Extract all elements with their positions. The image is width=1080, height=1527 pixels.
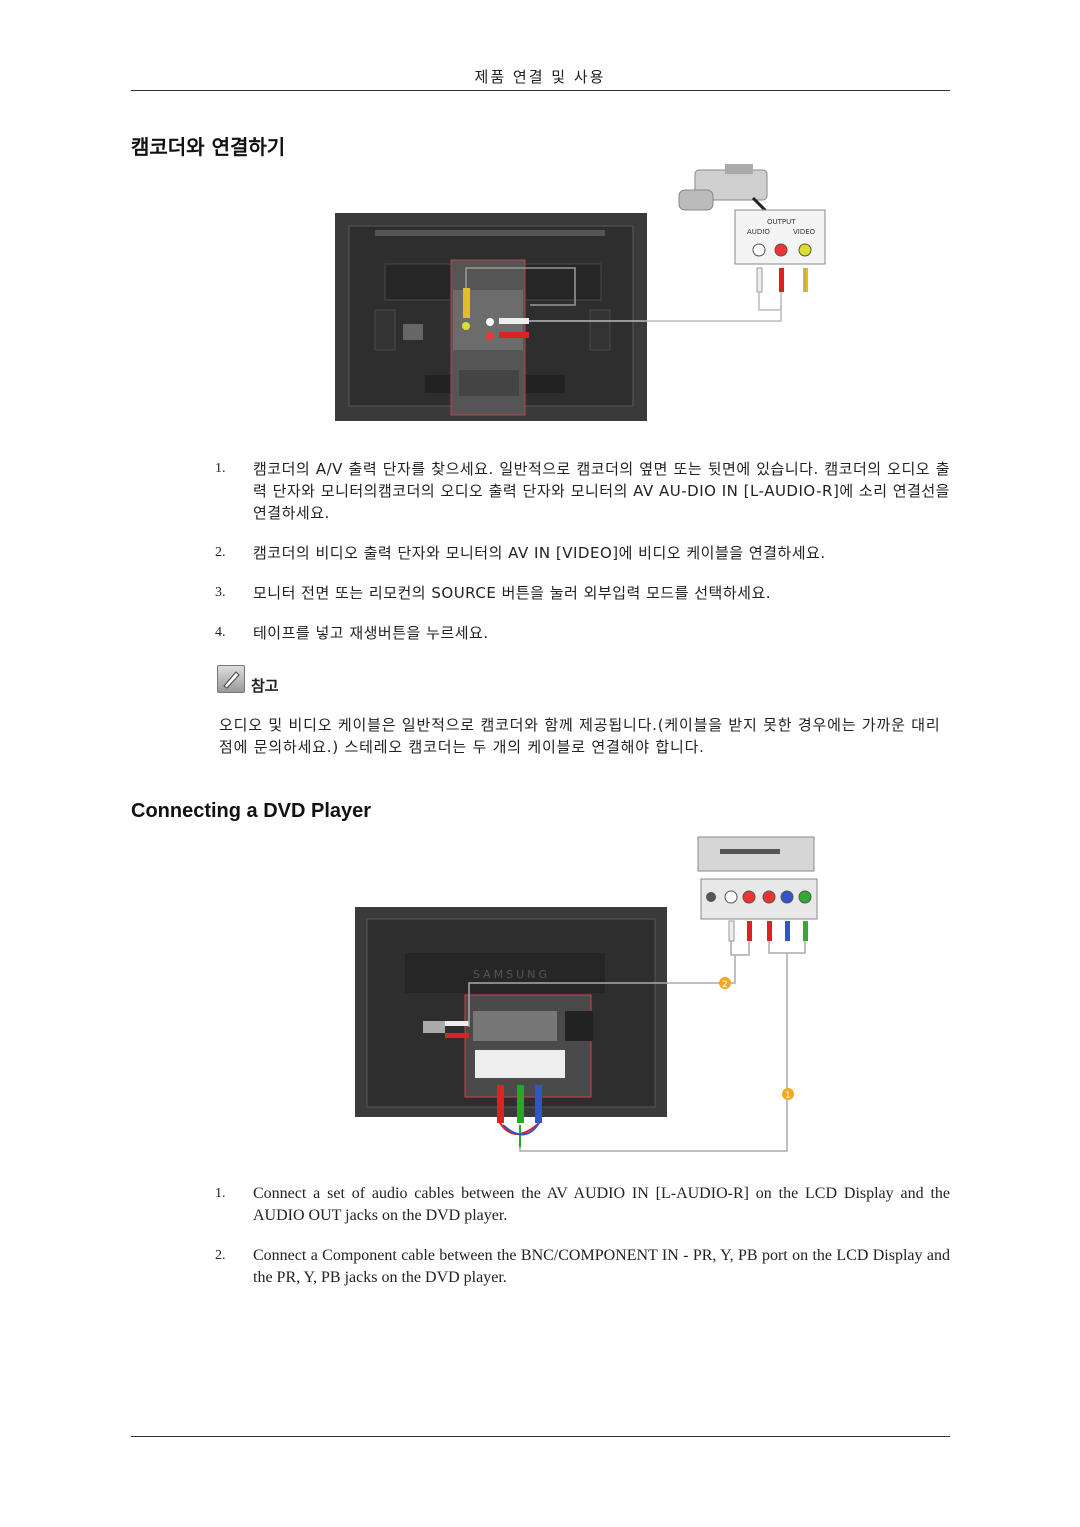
audio-label: AUDIO — [747, 228, 770, 236]
callout-2 — [719, 977, 731, 989]
list-item: 1. 캠코더의 A/V 출력 단자를 찾으세요. 일반적으로 캠코더의 옆면 또… — [215, 458, 950, 524]
step-text: 테이프를 넣고 재생버튼을 누르세요. — [253, 624, 489, 642]
video-label: VIDEO — [793, 228, 816, 236]
step-number: 4. — [215, 625, 226, 640]
camcorder-section-title: 캠코더와 연결하기 — [131, 135, 286, 159]
step-number: 1. — [215, 461, 226, 476]
step-text: Connect a Component cable between the BN… — [253, 1247, 950, 1286]
list-item: 3. 모니터 전면 또는 리모컨의 SOURCE 버튼을 눌러 외부입력 모드를… — [215, 582, 950, 604]
header-rule — [131, 90, 950, 91]
step-number: 2. — [215, 1248, 226, 1263]
list-item: 2. 캠코더의 비디오 출력 단자와 모니터의 AV IN [VIDEO]에 비… — [215, 542, 950, 564]
callout-1-label: 1 — [785, 1091, 791, 1101]
note-text: 오디오 및 비디오 케이블은 일반적으로 캠코더와 함께 제공됩니다.(케이블을… — [219, 716, 941, 756]
output-label: OUTPUT — [767, 218, 796, 226]
brand-label: SAMSUNG — [473, 968, 550, 981]
step-text: 캠코더의 A/V 출력 단자를 찾으세요. 일반적으로 캠코더의 옆면 또는 뒷… — [253, 460, 950, 522]
step-text: 캠코더의 비디오 출력 단자와 모니터의 AV IN [VIDEO]에 비디오 … — [253, 544, 826, 562]
list-item: 1. Connect a set of audio cables between… — [215, 1183, 950, 1227]
page-header-title: 제품 연결 및 사용 — [474, 68, 606, 86]
dvd-player-icon — [697, 836, 815, 872]
dvd-connection-diagram: SAMSUNG 2 1 — [355, 836, 818, 1152]
step-number: 2. — [215, 545, 226, 560]
step-number: 1. — [215, 1186, 226, 1201]
camcorder-steps: 1. 캠코더의 A/V 출력 단자를 찾으세요. 일반적으로 캠코더의 옆면 또… — [215, 458, 950, 644]
step-number: 3. — [215, 585, 226, 600]
callout-1 — [782, 1088, 794, 1100]
note-label: 참고 — [251, 677, 279, 695]
callout-2-label: 2 — [722, 980, 728, 990]
list-item: 4. 테이프를 넣고 재생버튼을 누르세요. — [215, 622, 950, 644]
step-text: 모니터 전면 또는 리모컨의 SOURCE 버튼을 눌러 외부입력 모드를 선택… — [253, 584, 772, 602]
dvd-section-title: Connecting a DVD Player — [131, 800, 372, 822]
dvd-steps: 1. Connect a set of audio cables between… — [215, 1183, 950, 1289]
camcorder-icon — [678, 164, 768, 211]
camcorder-connection-diagram: OUTPUT AUDIO VIDEO — [335, 164, 826, 421]
list-item: 2. Connect a Component cable between the… — [215, 1245, 950, 1289]
footer-rule — [131, 1436, 950, 1437]
step-text: Connect a set of audio cables between th… — [253, 1185, 950, 1224]
note-pencil-icon — [217, 665, 245, 693]
